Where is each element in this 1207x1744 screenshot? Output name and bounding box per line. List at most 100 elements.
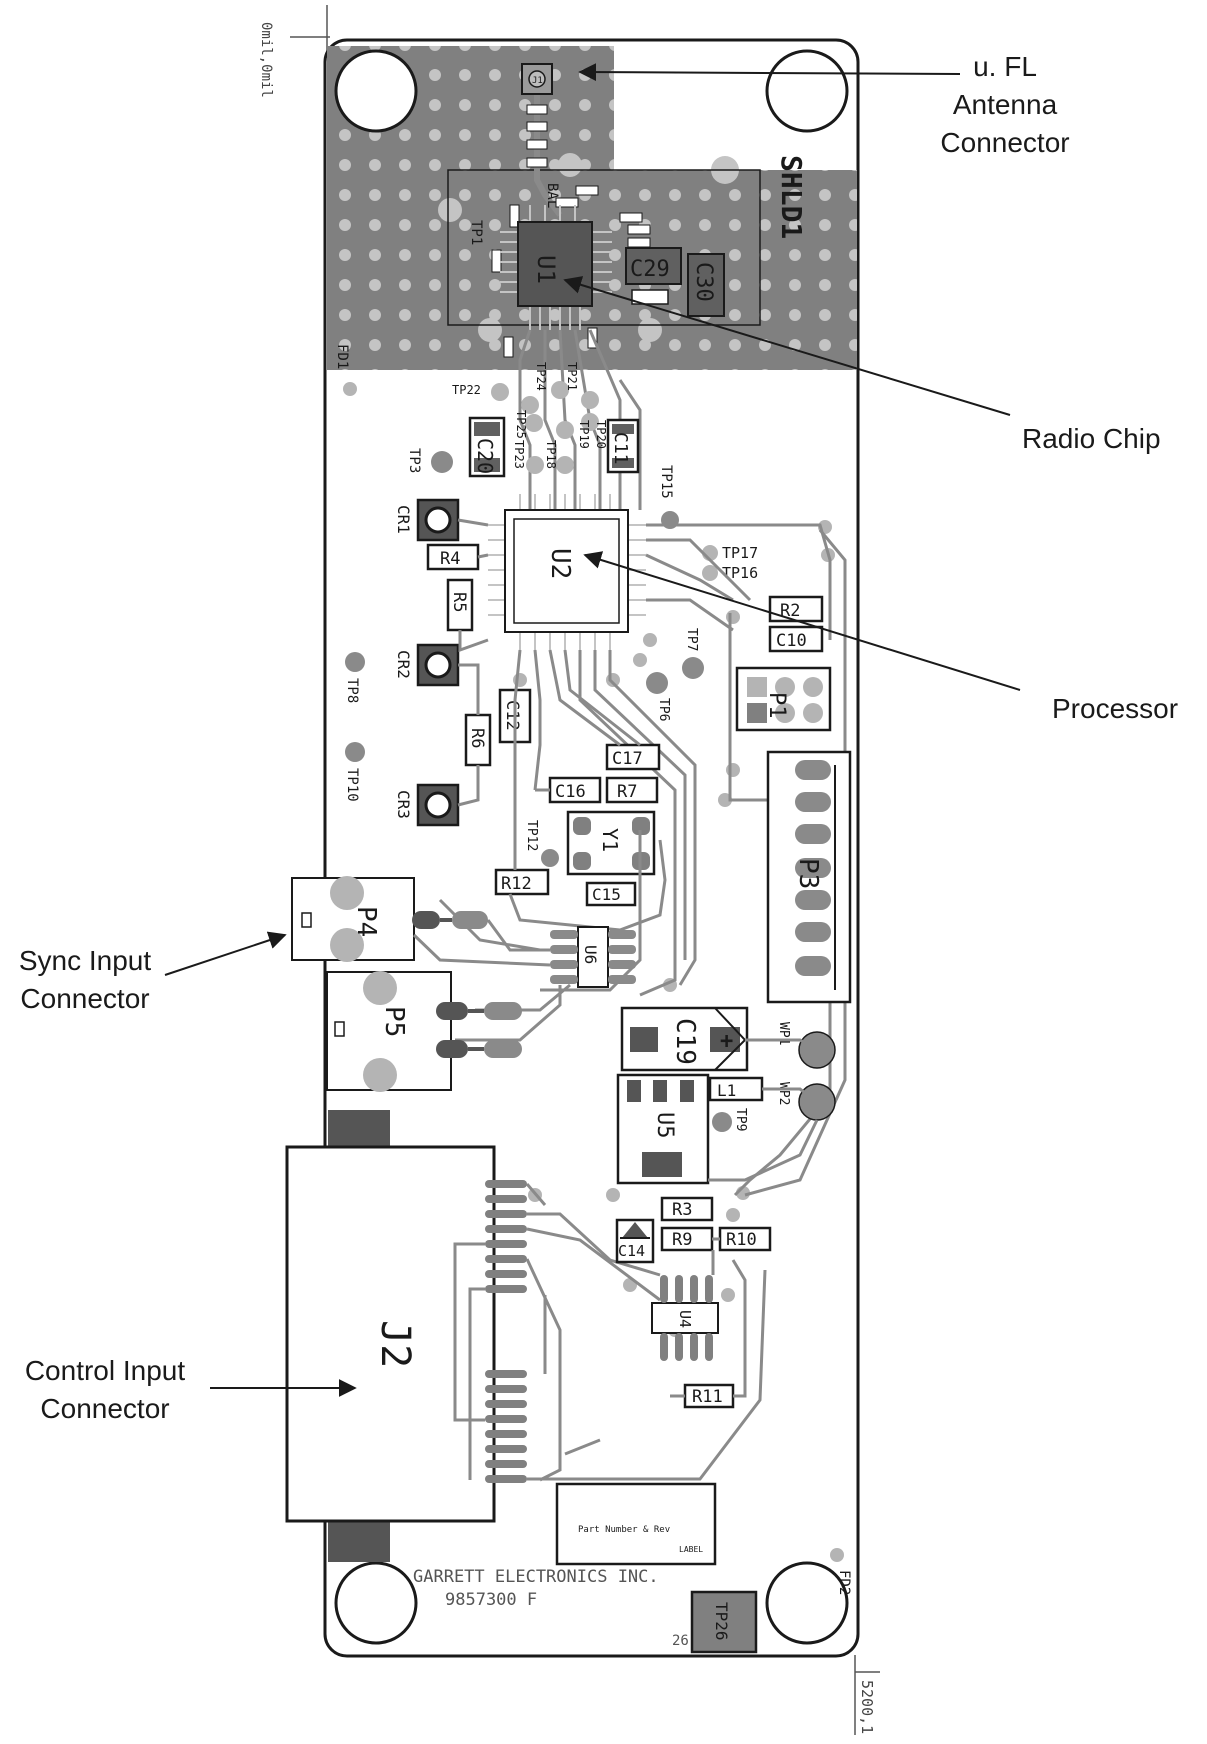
pin	[775, 703, 795, 723]
antenna-callout-line3: Connector	[940, 127, 1070, 158]
company-name: GARRETT ELECTRONICS INC.	[413, 1567, 659, 1587]
pad	[452, 911, 488, 929]
test-point-tp10	[345, 742, 365, 762]
pin	[795, 890, 831, 910]
pin	[747, 703, 767, 723]
u5-label: U5	[652, 1112, 677, 1139]
antenna-connector-center	[528, 70, 546, 88]
pad	[573, 817, 591, 835]
tp20-label: TP20	[594, 420, 608, 449]
p4-label: P4	[351, 906, 381, 937]
wp1-label: WP1	[776, 1022, 791, 1045]
tp24-label: TP24	[534, 362, 548, 391]
p4-traces	[412, 919, 551, 967]
rf-trace	[534, 95, 563, 217]
pin	[775, 677, 795, 697]
p5-hole	[363, 1058, 397, 1092]
u2-pins	[488, 494, 646, 650]
pad	[612, 424, 634, 434]
tp3-label: TP3	[406, 448, 422, 473]
processor-u2-pad	[513, 518, 620, 624]
tp10-label: TP10	[344, 768, 360, 802]
label-box-tag: LABEL	[679, 1545, 703, 1554]
p1-label: P1	[764, 692, 789, 719]
radio-callout-line	[563, 276, 1011, 416]
tp17-label: TP17	[722, 544, 758, 562]
power-traces	[708, 1038, 819, 1182]
c30-label: C30	[691, 262, 716, 302]
c10-label: C10	[776, 631, 807, 651]
control-callout-line1: Control Input	[24, 1355, 186, 1386]
test-point-tp7	[682, 657, 704, 679]
led-cr1-lens	[424, 506, 452, 534]
smd-part	[491, 249, 502, 273]
test-point-tp6	[646, 672, 668, 694]
diode-symbol	[622, 1222, 648, 1238]
p5-key	[334, 1021, 345, 1037]
rf-component	[526, 157, 548, 168]
part-label-box	[555, 1482, 717, 1566]
rf-component	[526, 139, 548, 150]
r4-label: R4	[440, 549, 460, 569]
tp1-label: TP1	[468, 220, 484, 245]
resistor-r12	[494, 868, 550, 896]
smd-part	[503, 336, 514, 358]
tp18-label: TP18	[544, 440, 558, 469]
smd-part	[555, 197, 579, 208]
tp25-label: TP25	[514, 410, 528, 439]
resistor-r7	[605, 776, 659, 804]
test-point-tp8	[345, 652, 365, 672]
l1-label: L1	[717, 1081, 736, 1100]
mounting-hole-tl	[334, 49, 418, 133]
pad	[653, 1080, 667, 1102]
tp15-label: TP15	[658, 465, 674, 499]
pad	[630, 1027, 658, 1052]
large-via	[638, 318, 662, 342]
mid-traces	[438, 649, 667, 1042]
ic-u4	[651, 1302, 719, 1334]
p5-label: P5	[379, 1006, 409, 1037]
resistor-r3	[660, 1196, 714, 1222]
led-traces	[457, 518, 489, 807]
pin	[795, 956, 831, 976]
smd-part	[627, 237, 651, 248]
wp2-label: WP2	[776, 1082, 791, 1105]
c17-label: C17	[612, 749, 643, 769]
tp22-label: TP22	[452, 383, 481, 397]
u1-label: U1	[532, 255, 560, 284]
large-via	[438, 198, 462, 222]
capacitor-c15	[585, 881, 637, 907]
mounting-hole-br	[765, 1561, 849, 1645]
tp9-label: TP9	[733, 1108, 748, 1131]
pad	[680, 1080, 694, 1102]
r5-label: R5	[449, 592, 469, 612]
pin	[747, 677, 767, 697]
antenna-connector-j1	[521, 63, 553, 95]
processor-u2	[504, 509, 629, 633]
pad	[436, 1040, 468, 1058]
pin	[795, 922, 831, 942]
sync-callout-line	[164, 931, 287, 976]
tp7-label: TP7	[684, 628, 699, 651]
rf-component	[526, 121, 548, 132]
antenna-callout-line2: Antenna	[952, 89, 1058, 120]
u6-label: U6	[581, 945, 600, 964]
tp8-label: TP8	[344, 678, 360, 703]
cr3-label: CR3	[394, 790, 413, 819]
pad	[612, 458, 634, 468]
pad	[474, 458, 500, 472]
p3-label: P3	[793, 858, 823, 889]
pin	[795, 792, 831, 812]
j1-label: J1	[532, 76, 543, 86]
p4-hole	[330, 928, 364, 962]
c29-label: C29	[630, 257, 670, 282]
pin	[795, 824, 831, 844]
fd2-label: FD2	[836, 1570, 852, 1595]
cr2-label: CR2	[394, 650, 413, 679]
c12-label: C12	[502, 700, 522, 731]
led-cr3-lens	[424, 791, 452, 819]
tp6-label: TP6	[656, 698, 671, 721]
pad	[627, 1080, 641, 1102]
pad	[412, 911, 440, 929]
